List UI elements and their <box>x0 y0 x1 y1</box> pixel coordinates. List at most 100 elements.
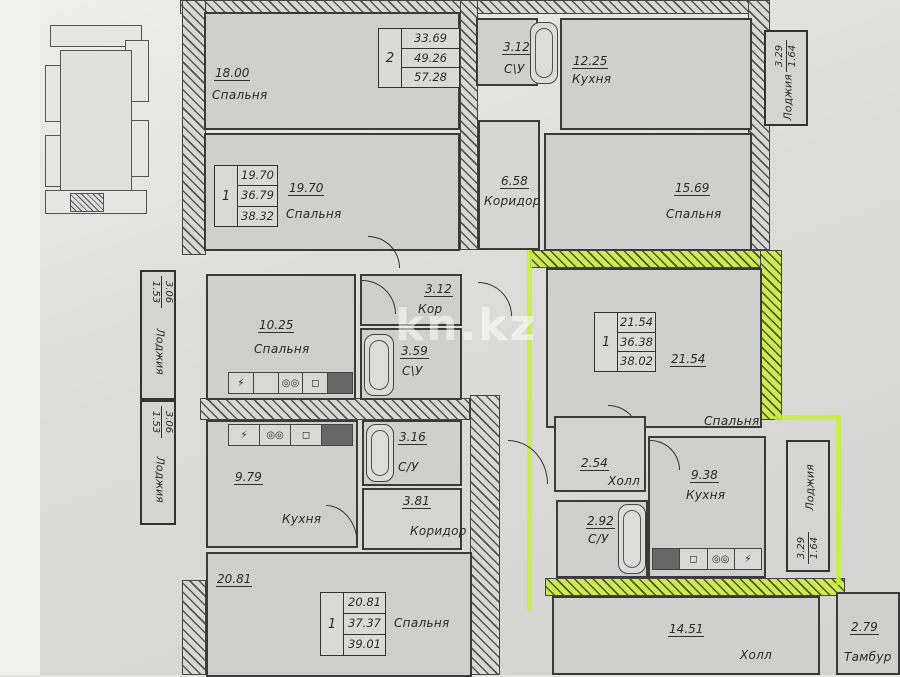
loggia-areas: 3.29 1.64 <box>774 40 802 72</box>
loggia-left-upper[interactable]: 3.06 1.53 Лоджия <box>140 270 176 400</box>
room-bedroom-15-69[interactable]: 15.69 Спальня <box>544 133 752 251</box>
room-bedroom-10-25[interactable]: 10.25 Спальня ⚡ ◎◎ ◻ <box>206 274 356 400</box>
wall-left-upper <box>182 0 206 255</box>
loggia-highlighted[interactable]: Лоджия 3.29 1.64 <box>786 440 830 572</box>
room-area: 6.58 <box>500 174 529 189</box>
room-bedroom-19-70[interactable]: 1 19.70 36.79 38.32 19.70 Спальня <box>204 133 460 251</box>
room-name: Коридор <box>410 524 467 538</box>
room-area: 3.59 <box>400 344 429 359</box>
paper-margin <box>0 0 40 675</box>
bathtub-icon <box>364 334 394 396</box>
highlight-wall-right <box>760 250 782 420</box>
room-bathroom-3-12[interactable]: 3.12 С\У <box>476 18 538 86</box>
kitchen-counter: ⚡ ◎◎ ◻ <box>228 424 353 446</box>
highlight-outline-right <box>836 415 841 585</box>
room-hall-2-54[interactable]: 2.54 Холл <box>554 416 646 492</box>
room-name: С/У <box>588 532 609 546</box>
kitchen-counter: ⚡ ◎◎ ◻ <box>228 372 353 394</box>
room-name: Спальня <box>704 414 760 428</box>
room-bedroom-18[interactable]: 18.00 Спальня 2 33.69 49.26 57.28 <box>204 12 460 130</box>
bathtub-icon <box>530 22 558 84</box>
room-bedroom-20-81[interactable]: 20.81 1 20.81 37.37 39.01 Спальня <box>206 552 472 677</box>
room-hall-14-51[interactable]: 14.51 Холл <box>552 596 820 675</box>
room-name: Кухня <box>572 72 612 86</box>
riser-icon: ⚡ <box>229 425 260 445</box>
living-area: 19.70 <box>238 166 277 187</box>
total-area: 37.37 <box>344 614 385 635</box>
room-area: 18.00 <box>214 66 251 81</box>
area-with-balcony: 38.32 <box>241 208 274 223</box>
riser-icon: ⚡ <box>229 373 254 393</box>
room-corridor-3-81[interactable]: 3.81 Коридор <box>362 488 466 550</box>
room-name: Лоджия <box>153 456 167 503</box>
living-area: 20.81 <box>344 593 385 614</box>
room-name: Тамбур <box>844 650 892 664</box>
wall-left-lower <box>182 580 206 675</box>
riser-icon: ⚡ <box>744 553 752 565</box>
area-with-balcony: 38.02 <box>620 354 653 369</box>
apartment-info-box: 1 20.81 37.37 39.01 <box>320 592 386 656</box>
room-corridor-6-58[interactable]: 6.58 Коридор <box>478 120 540 250</box>
room-bedroom-21-54[interactable]: 1 21.54 36.38 38.02 21.54 Спальня <box>546 268 762 428</box>
entry-door-swing-icon <box>508 440 548 484</box>
room-name: Кор <box>418 302 443 316</box>
loggia-areas: 3.29 1.64 <box>796 532 824 564</box>
wall-central-spine <box>460 0 478 250</box>
room-name: Холл <box>740 648 773 662</box>
total-area: 36.79 <box>238 186 277 207</box>
room-area: 9.79 <box>234 470 263 485</box>
apartment-info-box: 1 19.70 36.79 38.32 <box>214 165 278 227</box>
highlight-outline-left <box>527 250 532 610</box>
room-vestibule-2-79[interactable]: 2.79 Тамбур <box>836 592 900 675</box>
room-name: Холл <box>608 474 641 488</box>
area-with-balcony: 57.28 <box>414 70 447 85</box>
total-area: 49.26 <box>402 49 459 69</box>
room-area: 3.12 <box>424 282 453 297</box>
room-area: 3.81 <box>402 494 431 509</box>
room-name: Спальня <box>666 207 722 221</box>
room-name: Кухня <box>282 512 322 526</box>
room-area: 2.54 <box>580 456 609 471</box>
stove-icon: ◎◎ <box>260 425 291 445</box>
room-area: 15.69 <box>674 181 711 196</box>
room-area: 21.54 <box>670 352 707 367</box>
loggia-left-lower[interactable]: 3.06 1.53 Лоджия <box>140 400 176 525</box>
room-area: 19.70 <box>288 181 325 196</box>
loggia-top-right[interactable]: 3.29 1.64 Лоджия <box>764 30 808 126</box>
watermark-logo: kn.kz <box>395 300 538 351</box>
area-with-balcony: 39.01 <box>348 637 381 651</box>
room-name: Кухня <box>686 488 726 502</box>
room-kitchen-12-25[interactable]: 12.25 Кухня <box>560 18 752 130</box>
living-area: 21.54 <box>618 313 655 333</box>
room-area: 10.25 <box>258 318 295 333</box>
loggia-areas: 3.06 1.53 <box>146 406 174 438</box>
room-area: 9.38 <box>690 468 719 483</box>
wall-central-spine-lower <box>470 395 500 675</box>
room-area: 2.92 <box>586 514 615 529</box>
sink-icon: ◻ <box>680 549 708 569</box>
room-area: 14.51 <box>668 622 705 637</box>
living-area: 33.69 <box>402 29 459 49</box>
total-area: 36.38 <box>618 333 655 353</box>
bathtub-icon <box>618 504 646 574</box>
room-name: Спальня <box>286 207 342 221</box>
apartment-info-box: 2 33.69 49.26 57.28 <box>378 28 460 88</box>
kitchen-counter: ◻ ◎◎ ⚡ <box>652 548 762 570</box>
stove-icon: ◎◎ <box>279 373 304 393</box>
room-name: Спальня <box>254 342 310 356</box>
sink-icon: ◻ <box>291 425 322 445</box>
room-name: Коридор <box>484 194 541 208</box>
loggia-areas: 3.06 1.53 <box>146 276 174 308</box>
room-name: Спальня <box>394 616 450 630</box>
highlight-wall-bottom <box>545 578 845 596</box>
key-plan-thumbnail <box>40 15 155 215</box>
apartment-info-box-highlighted: 1 21.54 36.38 38.02 <box>594 312 656 372</box>
room-name: Лоджия <box>781 74 795 121</box>
room-area: 12.25 <box>572 54 609 69</box>
stove-icon: ◎◎ <box>708 549 735 569</box>
bathtub-icon <box>366 424 394 482</box>
sink-icon: ◻ <box>303 373 329 393</box>
room-area: 20.81 <box>216 572 253 587</box>
room-name: С/У <box>398 460 419 474</box>
